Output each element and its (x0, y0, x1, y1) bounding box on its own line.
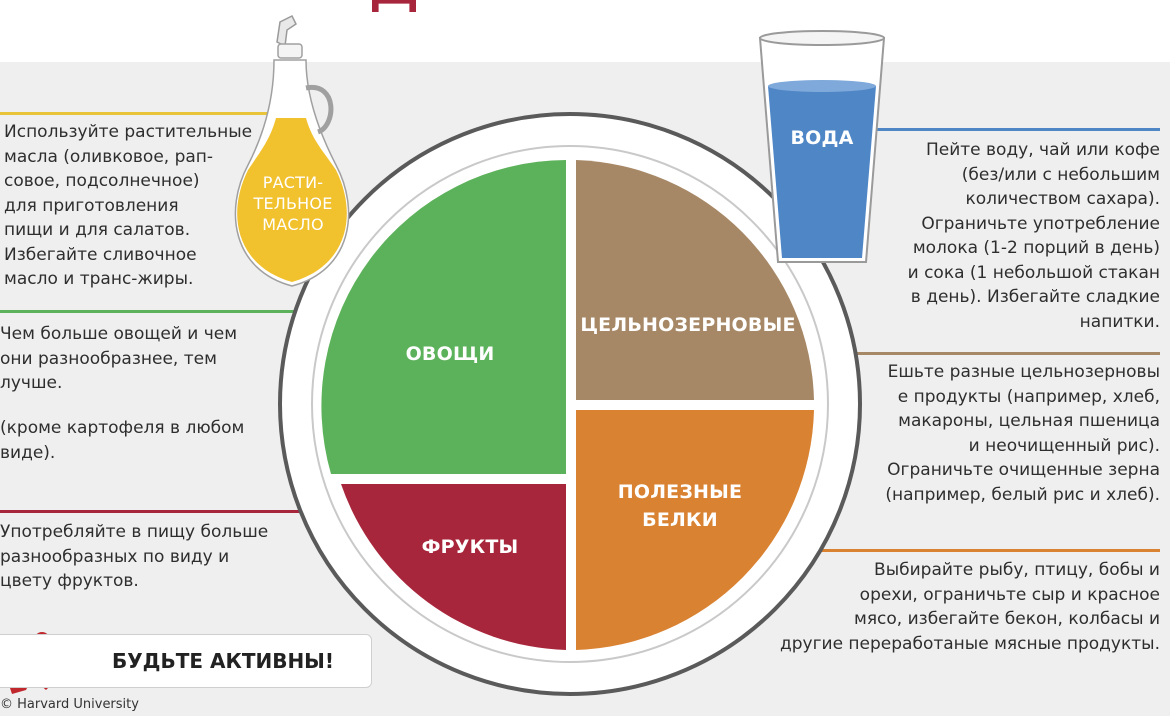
water-text-line-8: напитки. (1079, 311, 1160, 332)
fruits-text: Употребляйте в пищу больше разнообразных… (0, 520, 320, 594)
water-label: ВОДА (790, 127, 854, 149)
whole-grains-text: Ешьте разные цельнозерновы е продукты (н… (840, 360, 1160, 507)
protein-sector (576, 410, 814, 650)
water-text-line-4: Ограничьте употребление (921, 213, 1160, 234)
vegetables-line (0, 310, 350, 313)
oil-label-line-2: ТЕЛЬНОЕ (253, 194, 333, 213)
fruits-line (0, 510, 352, 513)
whole-grains-text-line-3: макароны, цельная пшеница (898, 411, 1160, 431)
vegetables-text-line-4: (кроме картофеля в любом (0, 418, 245, 438)
whole-grains-text-line-2: е продукты (например, хлеб, (897, 386, 1160, 407)
oil-text-line-6: Избегайте сливочное (4, 244, 197, 265)
protein-label-line-1: ПОЛЕЗНЫЕ (617, 481, 743, 503)
oil-text-line-4: для приготовления (4, 195, 179, 216)
protein-text: Выбирайте рыбу, птицу, бобы и орехи, огр… (740, 558, 1160, 656)
oil-line (0, 112, 285, 115)
oil-text-line-2: масла (оливковое, рап- (4, 146, 214, 167)
oil-label: РАСТИ- ТЕЛЬНОЕ МАСЛО (245, 172, 341, 235)
fruits-text-line-1: Употребляйте в пищу больше (0, 522, 269, 542)
fruits-text-line-3: цвету фруктов. (0, 571, 139, 591)
whole-grains-text-line-5: Ограничьте очищенные зерна (887, 460, 1160, 480)
protein-text-line-2: орехи, ограничьте сыр и красное (859, 584, 1160, 605)
whole-grains-text-line-6: (например, белый рис и хлеб). (885, 484, 1160, 505)
water-glass-icon (758, 30, 886, 263)
protein-text-line-3: мясо, избегайте бекон, колбасы и (854, 609, 1160, 629)
oil-text-line-7: масло и транс-жиры. (4, 269, 194, 289)
protein-label: ПОЛЕЗНЫЕ БЕЛКИ (600, 478, 760, 534)
vegetables-text-1: Чем больше овощей и чем они разнообразне… (0, 322, 300, 396)
oil-text-line-3: совое, подсолнечное) (4, 171, 200, 191)
oil-text-line-1: Используйте растительные (4, 122, 253, 142)
water-text-line-5: молока (1-2 порций в день) (912, 238, 1160, 258)
water-text-line-2: (без/или с небольшим (961, 164, 1160, 185)
vegetables-sector (321, 160, 566, 474)
fruits-text-line-2: разнообразных по виду и (0, 546, 230, 567)
oil-text: Используйте растительные масла (оливково… (4, 120, 274, 292)
be-active-label: БУДЬТЕ АКТИВНЫ! (112, 649, 335, 673)
be-active-box (0, 634, 372, 688)
fruits-sector (341, 484, 566, 650)
plate-inner-ring (311, 145, 829, 663)
protein-text-line-1: Выбирайте рыбу, птицу, бобы и (874, 560, 1160, 580)
vegetables-text-line-1: Чем больше овощей и чем (0, 324, 238, 344)
vegetables-text-line-3: лучше. (0, 373, 63, 393)
vegetables-label: ОВОЩИ (405, 343, 495, 365)
whole-grains-label: ЦЕЛЬНОЗЕРНОВЫЕ (580, 314, 796, 336)
protein-text-line-4: другие переработаные мясные продукты. (779, 633, 1160, 654)
oil-bottle-icon (234, 14, 350, 287)
vegetables-text-2: (кроме картофеля в любом виде). (0, 416, 300, 465)
oil-label-line-3: МАСЛО (262, 215, 324, 234)
vegetables-text-line-2: они разнообразнее, тем (0, 348, 217, 369)
fruits-label: ФРУКТЫ (421, 536, 519, 558)
whole-grains-sector (576, 160, 814, 400)
protein-line (766, 549, 1160, 552)
water-text-line-7: в день). Избегайте сладкие (910, 287, 1160, 307)
water-text: Пейте воду, чай или кофе (без/или с небо… (860, 138, 1160, 334)
oil-label-line-1: РАСТИ- (262, 173, 324, 192)
vegetables-text-line-5: виде). (0, 442, 56, 463)
whole-grains-text-line-4: и неочищенный рис). (968, 435, 1160, 456)
protein-label-line-2: БЕЛКИ (642, 509, 718, 531)
water-text-line-6: и сока (1 небольшой стакан (907, 262, 1160, 283)
oil-text-line-5: пищи и для салатов. (4, 220, 191, 240)
water-line (874, 128, 1160, 131)
water-text-line-1: Пейте воду, чай или кофе (925, 140, 1160, 160)
water-text-line-3: количеством сахара). (965, 189, 1160, 209)
whole-grains-line (806, 352, 1160, 355)
copyright: © Harvard University (0, 697, 139, 712)
whole-grains-text-line-1: Ешьте разные цельнозерновы (887, 362, 1160, 382)
